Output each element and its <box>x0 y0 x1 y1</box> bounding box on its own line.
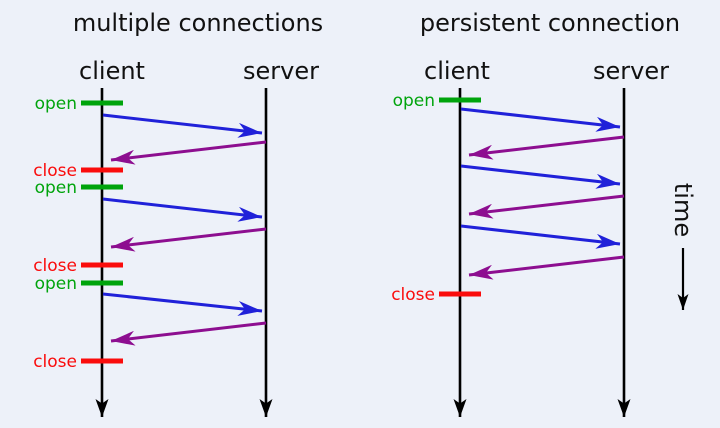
time-label: time <box>669 183 697 237</box>
time-axis: time <box>669 183 697 310</box>
client-label: client <box>424 57 490 85</box>
panel-persistent-connection: persistent connection client server open clo… <box>391 9 680 417</box>
close-label: close <box>33 352 77 372</box>
open-label: open <box>35 178 77 198</box>
request-arrow <box>460 224 621 249</box>
close-label: close <box>33 256 77 276</box>
open-label: open <box>393 91 435 111</box>
request-arrow <box>102 197 263 222</box>
request-arrow <box>102 292 263 316</box>
response-arrow <box>110 227 267 252</box>
server-label: server <box>243 57 319 85</box>
open-label: open <box>35 94 77 114</box>
panel-title: persistent connection <box>420 9 680 37</box>
request-arrow <box>460 164 621 189</box>
response-arrow <box>468 135 625 160</box>
server-label: server <box>593 57 669 85</box>
response-arrow <box>468 194 625 219</box>
close-label: close <box>391 285 435 305</box>
panel-title: multiple connections <box>73 9 323 37</box>
request-arrow <box>102 113 263 138</box>
response-arrow <box>110 321 267 346</box>
close-label: close <box>33 161 77 181</box>
open-label: open <box>35 274 77 294</box>
response-arrow <box>110 140 267 165</box>
client-label: client <box>79 57 145 85</box>
response-arrow <box>468 255 625 280</box>
request-arrow <box>460 107 621 132</box>
